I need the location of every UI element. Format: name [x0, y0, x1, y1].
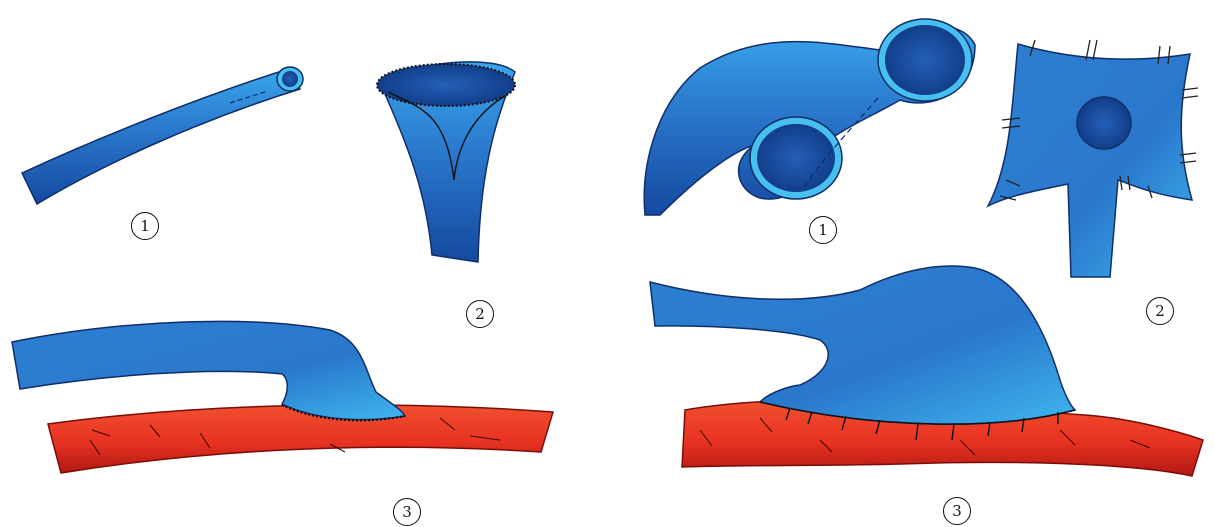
right-vein-patch [988, 40, 1198, 277]
left-step-1-label: 1 [131, 212, 159, 240]
right-step-1-label: 1 [809, 216, 837, 244]
right-step-3-label: 3 [943, 497, 971, 525]
left-step-3-label: 3 [393, 498, 421, 526]
left-vein-graft [12, 321, 405, 420]
right-vein-bifurcation [644, 19, 975, 215]
right-step-2-label: 2 [1146, 297, 1174, 325]
left-vein-segment [22, 67, 303, 204]
left-artery [48, 405, 553, 473]
left-step-2-label: 2 [466, 300, 494, 328]
left-flared-vein [377, 62, 515, 262]
